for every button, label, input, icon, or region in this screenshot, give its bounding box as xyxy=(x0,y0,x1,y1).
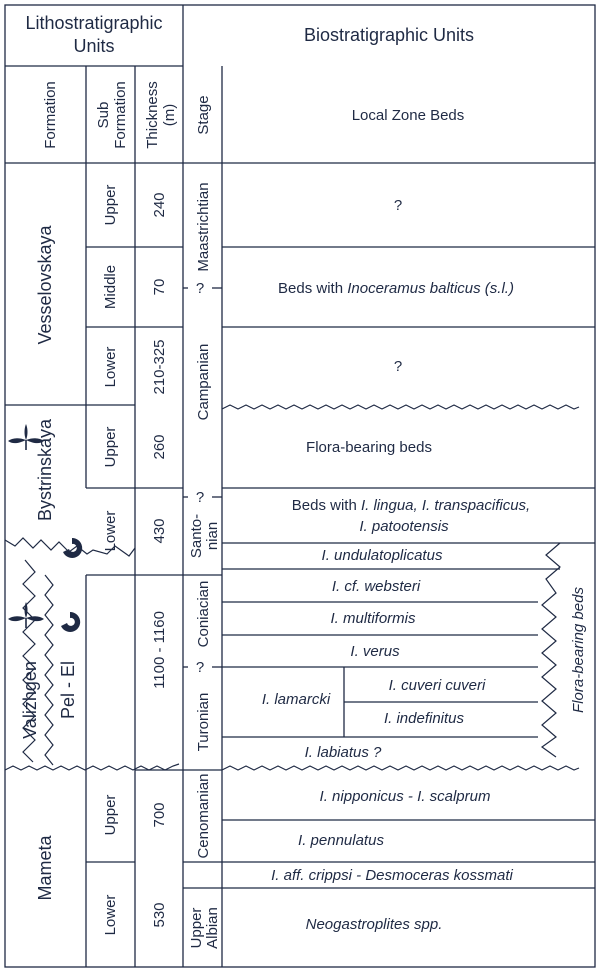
unconformity-turonian-base xyxy=(221,765,580,771)
stage-santonian-line-2: nian xyxy=(204,522,221,550)
column-headers: Formation Sub Formation Thickness (m) St… xyxy=(42,81,464,149)
thickness-v-upper: 240 xyxy=(151,192,168,217)
zone-indefinitus: I. indefinitus xyxy=(384,710,465,727)
zone-patootensis: I. patootensis xyxy=(359,518,449,535)
local-zone-header: Local Zone Beds xyxy=(352,107,465,124)
stage-turonian: Turonian xyxy=(195,693,212,752)
litho-header-line-2: Units xyxy=(73,36,114,56)
thickness-values: 240 70 210-325 260 430 1100 - 1160 700 5… xyxy=(151,192,168,927)
subformation-header-line-1: Sub xyxy=(95,102,112,129)
formation-mameta: Mameta xyxy=(35,835,55,901)
thickness-v-lower: 210-325 xyxy=(151,339,168,394)
subformation-b-upper: Upper xyxy=(102,427,119,468)
formation-bystrinskaya: Bystrinskaya xyxy=(35,418,55,521)
chart-frame xyxy=(4,4,596,968)
header-texts: Lithostratigraphic Units Biostratigraphi… xyxy=(25,13,474,56)
formation-pel-el: Pel - El xyxy=(58,661,78,719)
stage-uncertain-mark: ? xyxy=(196,659,204,676)
zone-balticus-name: Inoceramus balticus (s.l.) xyxy=(347,280,514,297)
stage-upper-albian-line-2: Albian xyxy=(204,907,221,949)
stage-uncertain-mark: ? xyxy=(196,280,204,297)
zone-crippsi: I. aff. crippsi - Desmoceras kossmati xyxy=(271,867,513,884)
subformation-header-line-2: Formation xyxy=(112,81,129,149)
zone-lingua-line-1: Beds with I. lingua, I. transpacificus, xyxy=(292,497,530,514)
thickness-m-lower: 530 xyxy=(151,902,168,927)
plant-leaf-icon xyxy=(8,424,44,450)
stage-maastrichtian: Maastrichtian xyxy=(195,182,212,271)
zone-multiformis: I. multiformis xyxy=(330,610,416,627)
stage-upper-albian-line-1: Upper xyxy=(188,908,205,949)
zone-balticus: Beds with Inoceramus balticus (s.l.) xyxy=(278,280,514,297)
stage-uncertain-mark: ? xyxy=(196,489,204,506)
stage-column-header: Stage xyxy=(195,95,212,134)
ammonite-icon xyxy=(61,611,81,632)
stage-cenomanian: Cenomanian xyxy=(195,773,212,858)
zone-pennulatus: I. pennulatus xyxy=(298,832,384,849)
litho-header-line-1: Lithostratigraphic xyxy=(25,13,162,33)
thickness-header-line-1: Thickness xyxy=(144,81,161,149)
thickness-valizhgen: 1100 - 1160 xyxy=(151,611,168,689)
bio-header: Biostratigraphic Units xyxy=(304,25,474,45)
zone-balticus-prefix: Beds with xyxy=(278,280,347,297)
zone-websteri: I. cf. websteri xyxy=(332,578,421,595)
wavy-pel-el xyxy=(44,574,54,766)
zone-neogastroplites: Neogastroplites spp. xyxy=(306,916,443,933)
zone-texts: ? Beds with Inoceramus balticus (s.l.) ?… xyxy=(262,197,587,933)
subformation-b-lower: Lower xyxy=(102,511,119,552)
ammonite-icon xyxy=(63,537,83,558)
zone-verus: I. verus xyxy=(350,643,400,660)
thickness-header-line-2: (m) xyxy=(161,104,178,127)
subformation-names: Upper Middle Lower Upper Lower Upper Low… xyxy=(102,185,119,936)
formation-column-header: Formation xyxy=(42,81,59,149)
subformation-m-upper: Upper xyxy=(102,795,119,836)
subformation-v-lower: Lower xyxy=(102,347,119,388)
thickness-v-middle: 70 xyxy=(151,279,168,296)
unconformity-campanian xyxy=(221,404,580,410)
wavy-flora-right xyxy=(540,542,561,758)
zone-unknown: ? xyxy=(394,197,402,214)
zone-cuveri: I. cuveri cuveri xyxy=(389,677,486,694)
thickness-m-upper: 700 xyxy=(151,802,168,827)
unconformity-lines xyxy=(4,404,580,771)
stage-names: Maastrichtian Campanian Santo- nian Coni… xyxy=(188,182,221,948)
subformation-v-upper: Upper xyxy=(102,185,119,226)
zone-labiatus: I. labiatus ? xyxy=(305,744,382,761)
zone-lamarcki: I. lamarcki xyxy=(262,691,331,708)
formation-valizhgen: Valizhgen xyxy=(20,661,40,739)
zone-lingua-name: I. lingua, I. transpacificus, xyxy=(361,497,530,514)
unconformity-formation-mameta xyxy=(4,763,180,771)
zone-lingua-prefix: Beds with xyxy=(292,497,361,514)
wavy-valizhgen-left xyxy=(22,559,36,763)
subformation-v-middle: Middle xyxy=(102,265,119,309)
stage-campanian: Campanian xyxy=(195,344,212,421)
zone-undulatoplicatus: I. undulatoplicatus xyxy=(322,547,443,564)
subformation-m-lower: Lower xyxy=(102,895,119,936)
plant-leaf-icon xyxy=(8,602,44,628)
thickness-b-lower: 430 xyxy=(151,518,168,543)
zone-flora-bearing: Flora-bearing beds xyxy=(306,439,432,456)
zone-nipponicus: I. nipponicus - I. scalprum xyxy=(320,788,491,805)
formation-vesselovskaya: Vesselovskaya xyxy=(35,224,55,344)
formation-names: Vesselovskaya Bystrinskaya Valizhgen Pel… xyxy=(20,224,78,900)
side-flora-bearing: Flora-bearing beds xyxy=(570,587,587,713)
thickness-b-upper: 260 xyxy=(151,434,168,459)
stage-santonian-line-1: Santo- xyxy=(188,514,205,558)
zone-unknown: ? xyxy=(394,358,402,375)
fossil-symbols xyxy=(8,424,83,632)
stage-coniacian: Coniacian xyxy=(195,581,212,648)
